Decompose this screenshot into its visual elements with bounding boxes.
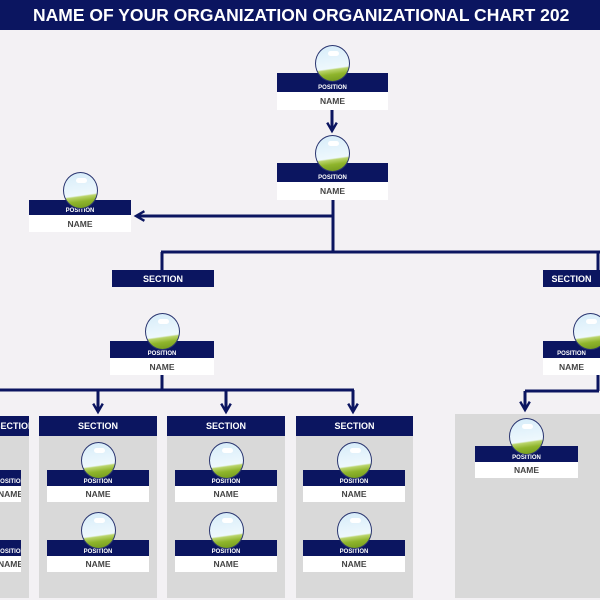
photo-placeholder-icon[interactable] — [572, 313, 600, 350]
photo-placeholder-icon[interactable] — [336, 512, 372, 549]
name-label: NAME — [0, 486, 21, 502]
name-label: NAME — [110, 358, 214, 375]
name-label: NAME — [303, 556, 405, 572]
name-label: NAME — [277, 92, 388, 110]
position-label: POSITION — [277, 163, 388, 182]
photo-placeholder-icon[interactable] — [144, 313, 180, 350]
position-label: POSITION — [0, 470, 21, 486]
photo-placeholder-icon[interactable] — [80, 512, 116, 549]
chart-title: NAME OF YOUR ORGANIZATION ORGANIZATIONAL… — [0, 0, 600, 30]
photo-placeholder-icon[interactable] — [62, 172, 98, 209]
name-label: NAME — [47, 486, 149, 502]
position-label: POSITION — [0, 540, 21, 556]
name-label: NAME — [29, 215, 131, 232]
name-label: NAME — [0, 556, 21, 572]
photo-placeholder-icon[interactable] — [208, 512, 244, 549]
name-label: NAME — [175, 556, 277, 572]
section-header[interactable]: SECTION — [39, 416, 157, 436]
photo-placeholder-icon[interactable] — [208, 442, 244, 479]
name-label: NAME — [277, 182, 388, 200]
photo-placeholder-icon[interactable] — [314, 135, 350, 172]
position-label: POSITION — [277, 73, 388, 92]
section-header[interactable]: SECTION — [167, 416, 285, 436]
name-label: NAME — [475, 462, 578, 478]
name-label: NAME — [175, 486, 277, 502]
section-header[interactable]: SECTION — [0, 416, 29, 436]
name-label: NAME — [47, 556, 149, 572]
photo-placeholder-icon[interactable] — [508, 418, 544, 455]
section-header[interactable]: SECTION — [112, 270, 214, 287]
name-label: NAME — [303, 486, 405, 502]
photo-placeholder-icon[interactable] — [336, 442, 372, 479]
photo-placeholder-icon[interactable] — [314, 45, 350, 82]
name-label: NAME — [543, 358, 600, 375]
section-header[interactable]: SECTION — [296, 416, 413, 436]
section-header[interactable]: SECTION — [543, 270, 600, 287]
photo-placeholder-icon[interactable] — [80, 442, 116, 479]
